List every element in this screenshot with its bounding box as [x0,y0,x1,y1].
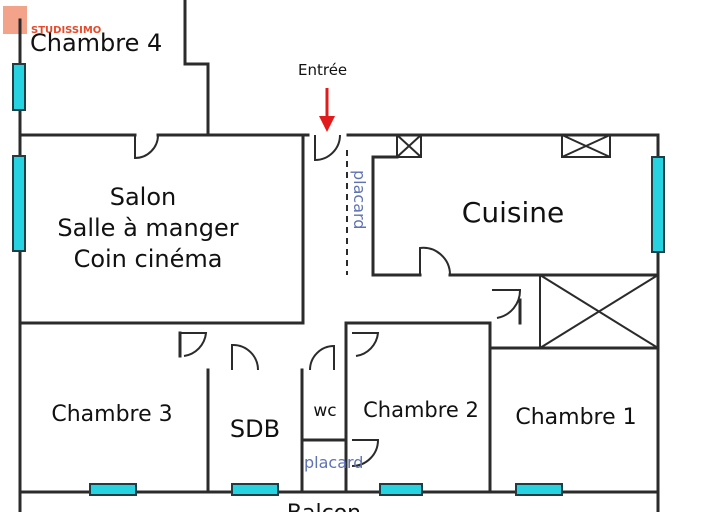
outer-wall [18,18,660,512]
salon-door [134,134,159,160]
entrance-arrow-head [319,116,335,132]
logo-text: STUDISSIMO [31,25,101,36]
placard-labels: placard placard [304,170,369,472]
room-chambre4-label: Chambre 4 [30,29,162,57]
logo-building-icon [3,6,27,34]
hood-icon [561,134,611,158]
storage-box-icon [539,274,659,349]
windows [12,63,665,496]
placard-wc-label: placard [304,453,363,472]
wc-door [309,344,335,371]
window-chambre1 [515,483,563,496]
window-chambre4 [12,63,26,111]
chambre3-door [180,332,208,357]
chambre4-wall [183,0,210,137]
room-balcon-label: Balcon [287,501,361,512]
room-chambre2-label: Chambre 2 [363,398,479,422]
room-sdb-label: SDB [230,415,280,443]
room-salle-a-manger-label: Salle à manger [57,214,238,242]
chambre2-door [352,332,380,357]
sdb-door [231,343,259,371]
room-salon-label: Salon [110,183,177,211]
chambre1-door [492,289,522,319]
window-salon [12,155,26,252]
logo: STUDISSIMO [3,6,101,36]
room-chambre3-label: Chambre 3 [51,402,172,427]
corridor-walls [178,298,522,494]
window-cuisine [651,156,665,253]
placard-wc-door [351,439,380,467]
room-coin-cinema-label: Coin cinéma [74,245,223,273]
entrance-marker: Entrée [298,61,347,132]
entrance-label: Entrée [298,61,347,79]
fixtures [396,134,659,349]
placard-entry-label: placard [350,170,369,229]
room-labels: Chambre 4 Salon Salle à manger Coin ciné… [30,29,637,512]
room-cuisine-label: Cuisine [462,196,564,229]
room-wc-label: wc [313,401,336,421]
doors [134,134,522,467]
window-sdb [231,483,279,496]
room-chambre1-label: Chambre 1 [515,405,636,430]
vent-icon [396,134,422,158]
cuisine-door [419,246,452,276]
window-chambre3 [89,483,137,496]
entry-door [314,134,341,162]
window-chambre2 [379,483,423,496]
salon-wall [18,133,305,325]
